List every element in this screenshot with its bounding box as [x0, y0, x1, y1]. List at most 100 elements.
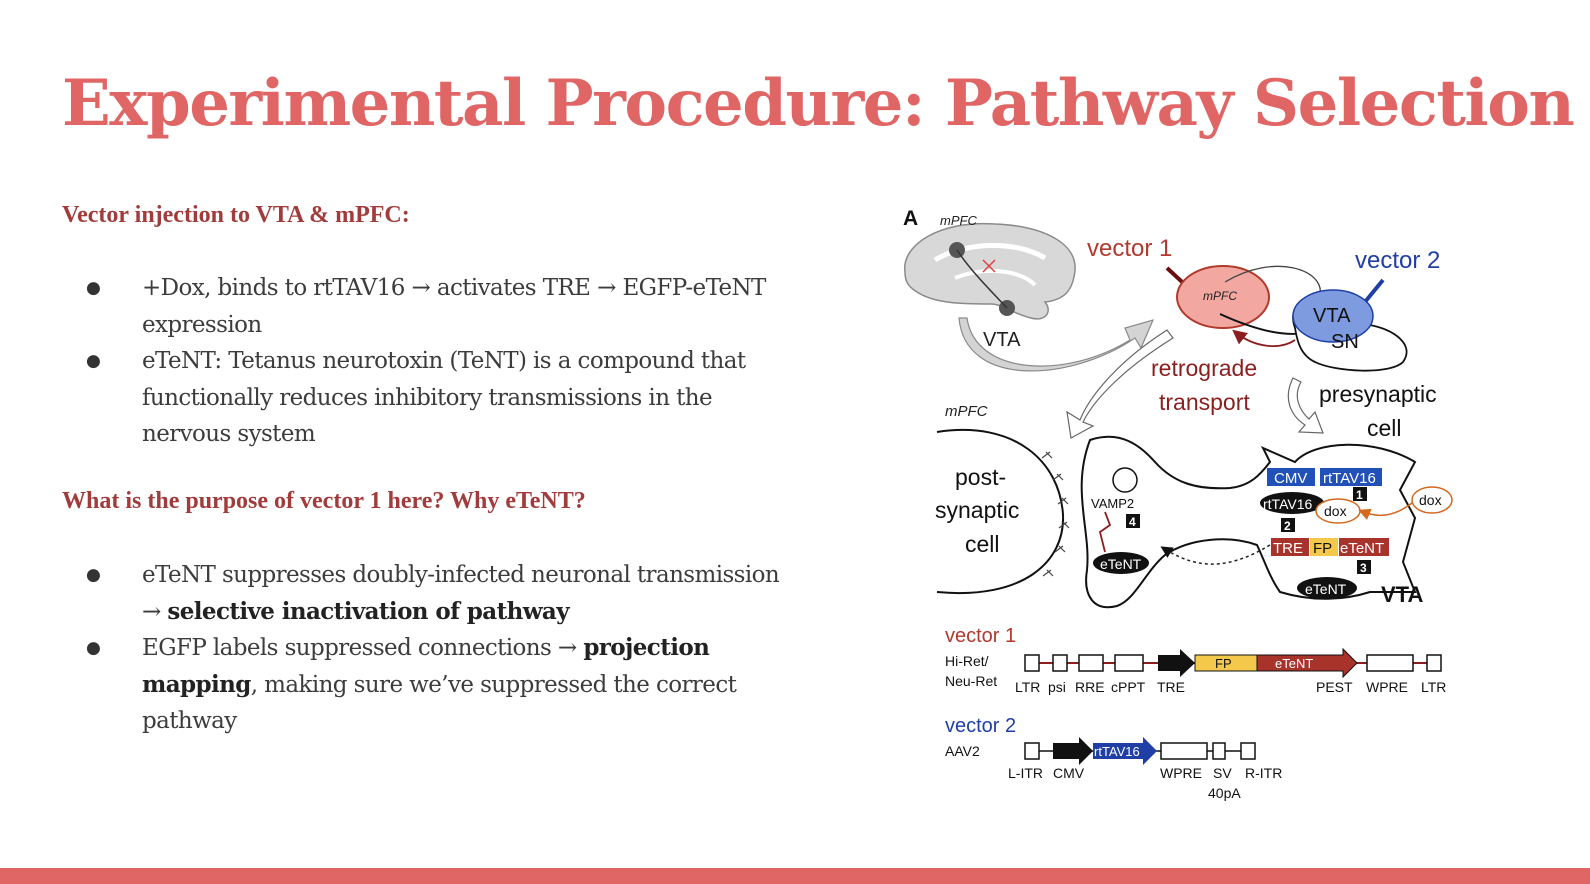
cmv-box: [1267, 468, 1315, 486]
dox-arrow: [1358, 502, 1413, 520]
bullet-item: eTeNT: Tetanus neurotoxin (TeNT) is a co…: [62, 343, 782, 453]
construct-promoter-arrow: [1053, 737, 1093, 765]
construct-element-label: WPRE: [1160, 765, 1202, 781]
bullet-text: , making sure we’ve suppressed the corre…: [142, 671, 737, 735]
mpfc-region: [1176, 265, 1270, 329]
postsynaptic-label: post-: [955, 464, 1006, 490]
tre-label: TRE: [1273, 540, 1303, 557]
construct-element-label: PEST: [1316, 679, 1353, 695]
construct-elements: [1024, 742, 1256, 760]
retrograde-label: transport: [1159, 389, 1250, 415]
fp-label: FP: [1313, 540, 1332, 557]
construct-etent-arrow: [1256, 647, 1358, 679]
bullet-item: +Dox, binds to rtTAV16 → activates TRE →…: [62, 270, 782, 343]
section-heading-vector-injection: Vector injection to VTA & mPFC:: [62, 202, 410, 228]
bullet-item: eTeNT suppresses doubly-infected neurona…: [62, 557, 782, 630]
construct-element-label: L-ITR: [1008, 765, 1043, 781]
bullet-text: eTeNT suppresses doubly-infected neurona…: [142, 562, 780, 625]
rttav16-protein-label: rtTAV16: [1263, 496, 1312, 512]
construct-fp-label: FP: [1215, 656, 1232, 671]
dox-label: dox: [1419, 492, 1442, 508]
vta-bold-label: VTA: [1381, 582, 1423, 607]
etent-label: eTeNT: [1305, 581, 1347, 597]
step-marker-text: 1: [1356, 488, 1363, 502]
etent-oval: [1297, 577, 1357, 599]
construct-rttav16-arrow: [1093, 737, 1157, 765]
construct-element-label: RRE: [1075, 679, 1105, 695]
dox-label: dox: [1324, 503, 1347, 519]
postsynaptic-label: synaptic: [935, 497, 1019, 523]
construct-vector2-title: vector 2: [945, 715, 1016, 737]
vta-region: [1292, 289, 1374, 343]
slide-title: Experimental Procedure: Pathway Selectio…: [62, 66, 1575, 141]
vamp2-label: VAMP2: [1091, 496, 1134, 511]
cmv-label: CMV: [1274, 470, 1307, 487]
construct-element-label: WPRE: [1366, 679, 1408, 695]
construct-element-label: 40pA: [1208, 785, 1241, 801]
step-marker: [1353, 487, 1367, 501]
construct-element-label: psi: [1048, 679, 1066, 695]
step-marker-text: 3: [1360, 561, 1367, 575]
construct-element-label: cPPT: [1111, 679, 1146, 695]
rttav16-box: [1320, 468, 1382, 486]
post-mpfc-label: mPFC: [945, 403, 988, 420]
transport-arrow: [1160, 544, 1271, 565]
vesicle: [1112, 467, 1138, 493]
step-marker: [1281, 518, 1295, 532]
vector2-label: vector 2: [1355, 247, 1440, 274]
construct-element-label: LTR: [1421, 679, 1446, 695]
rttav16-protein: [1260, 492, 1324, 514]
construct-element-label: TRE: [1157, 679, 1185, 695]
bullet-text: EGFP labels suppressed connections →: [142, 635, 584, 661]
construct-promoter-arrow: [1158, 649, 1195, 677]
dox-molecule: [1411, 486, 1453, 514]
retrograde-label: retrograde: [1151, 355, 1257, 381]
etent-gene-label: eTeNT: [1340, 540, 1384, 557]
fp-box: [1310, 538, 1338, 556]
postsynaptic-cell: [936, 429, 1065, 595]
brain-sagittal-drawing: mPFC VTA: [904, 213, 1076, 351]
presynaptic-label: cell: [1367, 415, 1402, 441]
step-marker-text: 4: [1129, 515, 1136, 529]
construct-element-label: LTR: [1015, 679, 1040, 695]
step-marker: [1126, 514, 1140, 528]
postsynaptic-label: cell: [965, 531, 1000, 557]
etent-oval: [1093, 552, 1149, 574]
etent-box: [1339, 538, 1389, 556]
construct-vector2-serotype: AAV2: [945, 743, 980, 759]
brain-mpfc-label: mPFC: [940, 213, 977, 228]
step-marker: [1357, 560, 1371, 574]
construct-vector1-title: vector 1: [945, 625, 1016, 647]
outline-arrow: [1287, 377, 1324, 434]
bullet-bold-text: selective inactivation of pathway: [167, 597, 569, 625]
construct-element-label: SV: [1213, 765, 1232, 781]
bullet-list-vector-injection: +Dox, binds to rtTAV16 → activates TRE →…: [62, 270, 782, 453]
brain-vta-label: VTA: [983, 329, 1021, 351]
cleavage-arrow: [1098, 511, 1112, 553]
section-heading-purpose-question: What is the purpose of vector 1 here? Wh…: [62, 488, 586, 514]
construct-elements: [1024, 654, 1442, 672]
construct-element-label: R-ITR: [1245, 765, 1282, 781]
retrograde-arrow: [1232, 329, 1296, 347]
rttav16-label: rtTAV16: [1323, 470, 1376, 487]
etent-label: eTeNT: [1100, 556, 1142, 572]
construct-vector1-serotype: Hi-Ret/: [945, 653, 989, 669]
footer-bar: [0, 868, 1590, 884]
vta-oval-label: VTA: [1313, 305, 1351, 327]
bullet-list-purpose: eTeNT suppresses doubly-infected neurona…: [62, 557, 782, 740]
construct-etent-label: eTeNT: [1275, 656, 1313, 671]
pathway-figure: A mPFC VTA vector 1 vector 2 mPFC VTA SN…: [903, 207, 1453, 801]
sn-label: SN: [1331, 331, 1359, 353]
vector1-label: vector 1: [1087, 235, 1172, 262]
construct-rttav16-label: rtTAV16: [1094, 744, 1140, 759]
panel-label: A: [903, 207, 918, 230]
bullet-bold-text: projection mapping: [142, 634, 710, 698]
construct-element-label: CMV: [1053, 765, 1085, 781]
outline-arrow: [1066, 329, 1174, 439]
receptor-marks: [1041, 451, 1070, 577]
construct-vector1-serotype: Neu-Ret: [945, 673, 997, 689]
presynaptic-label: presynaptic: [1319, 381, 1437, 407]
tre-box: [1271, 538, 1309, 556]
step-marker-text: 2: [1284, 519, 1291, 533]
mpfc-oval-label: mPFC: [1203, 289, 1237, 303]
